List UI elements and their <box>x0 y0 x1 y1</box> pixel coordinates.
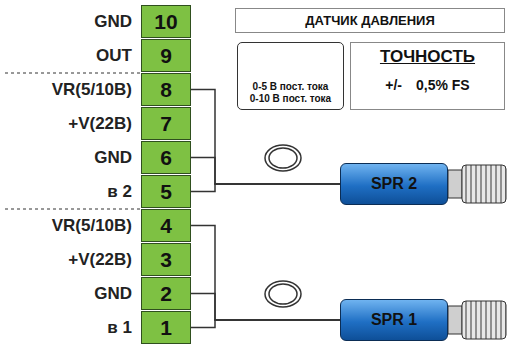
pin-number: 3 <box>160 248 172 272</box>
terminal-cell: 6 <box>141 141 191 174</box>
pin-number: 6 <box>160 146 172 170</box>
terminal-cell: 9 <box>141 39 191 72</box>
sensor-fitting <box>448 165 506 339</box>
sensor-name: SPR 1 <box>371 311 417 329</box>
node-text: 0-5 В пост. тока <box>253 81 329 93</box>
terminal-cell: 2 <box>141 277 191 310</box>
title-box: ДАТЧИК ДАВЛЕНИЯ <box>235 8 505 33</box>
sensor-body: SPR 1 <box>340 299 448 341</box>
pin-signal-name: OUT <box>96 46 132 66</box>
pin-signal-name: VR(5/10В) <box>52 216 132 236</box>
node-text: 0-10 В пост. тока <box>250 93 331 105</box>
terminal-cell: 7 <box>141 107 191 140</box>
pin-signal-name: VR(5/10В) <box>52 80 132 100</box>
pin-number: 8 <box>160 78 172 102</box>
output-options-box: 0-5 В пост. тока0-10 В пост. тока <box>237 42 344 110</box>
sensor-wire <box>191 90 340 185</box>
pin-number: 10 <box>154 10 177 34</box>
cable-coil <box>265 145 301 307</box>
terminal-cell: 4 <box>141 209 191 242</box>
accuracy-row: +/- 0,5% FS <box>385 77 469 93</box>
sensor-wire <box>191 320 340 328</box>
pin-number: 4 <box>160 214 172 238</box>
pin-number: 9 <box>160 44 172 68</box>
sensor-wire <box>191 226 340 321</box>
sensor-body: SPR 2 <box>340 163 448 205</box>
group-divider <box>5 73 140 74</box>
accuracy-heading: ТОЧНОСТЬ <box>380 47 475 67</box>
group-divider <box>5 209 140 210</box>
pin-signal-name: GND <box>94 148 132 168</box>
terminal-cell: 10 <box>141 5 191 38</box>
sensor-name: SPR 2 <box>371 175 417 193</box>
terminal-cell: 8 <box>141 73 191 106</box>
pin-signal-name: GND <box>94 284 132 304</box>
pin-number: 7 <box>160 112 172 136</box>
pin-signal-name: в 2 <box>107 182 132 202</box>
pin-signal-name: +V(22В) <box>68 250 132 270</box>
pin-number: 1 <box>160 316 172 340</box>
terminal-cell: 1 <box>141 311 191 344</box>
pin-number: 5 <box>160 180 172 204</box>
pin-signal-name: в 1 <box>107 318 132 338</box>
sensor-wire <box>191 184 340 192</box>
terminal-cell: 3 <box>141 243 191 276</box>
accuracy-box: ТОЧНОСТЬ +/- 0,5% FS <box>350 42 505 110</box>
pin-number: 2 <box>160 282 172 306</box>
accuracy-value: 0,5% FS <box>416 77 470 93</box>
pin-signal-name: +V(22В) <box>68 114 132 134</box>
sensor-wire <box>191 158 340 185</box>
title-text: ДАТЧИК ДАВЛЕНИЯ <box>305 13 435 28</box>
terminal-cell: 5 <box>141 175 191 208</box>
sensor-wire <box>191 294 340 321</box>
accuracy-value: +/- <box>385 77 402 93</box>
pin-signal-name: GND <box>94 12 132 32</box>
